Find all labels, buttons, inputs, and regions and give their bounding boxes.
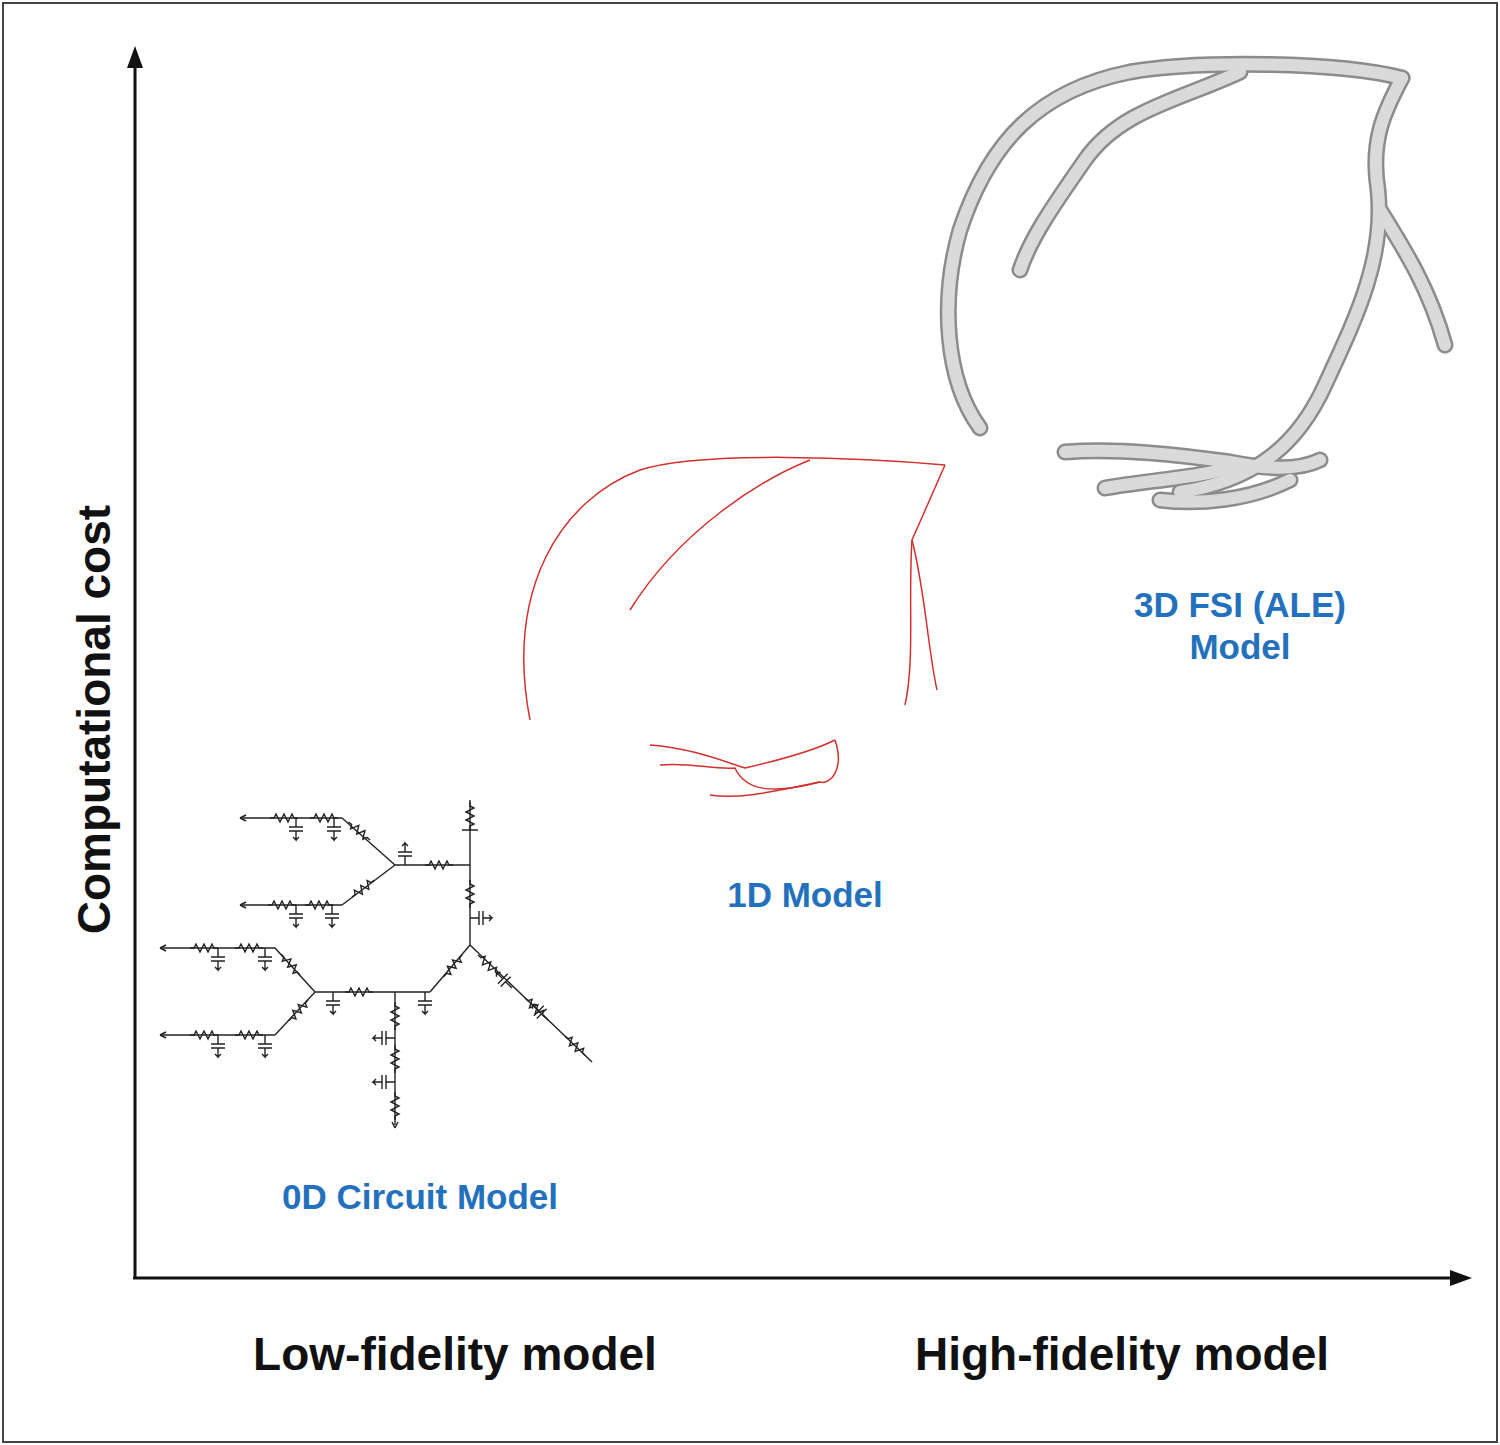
three-d-vessels — [948, 64, 1445, 502]
axes — [127, 46, 1472, 1286]
frame — [3, 3, 1497, 1442]
model-label: 3D FSI (ALE) Model — [1090, 584, 1390, 668]
circuit-schematic — [160, 800, 592, 1128]
axis-title: Computational cost — [67, 505, 122, 934]
axis-label: High-fidelity model — [915, 1327, 1329, 1382]
axis-label: Low-fidelity model — [253, 1327, 657, 1382]
model-label: 0D Circuit Model — [282, 1176, 558, 1218]
model-label: 1D Model — [727, 874, 883, 916]
one-d-network — [524, 457, 945, 796]
